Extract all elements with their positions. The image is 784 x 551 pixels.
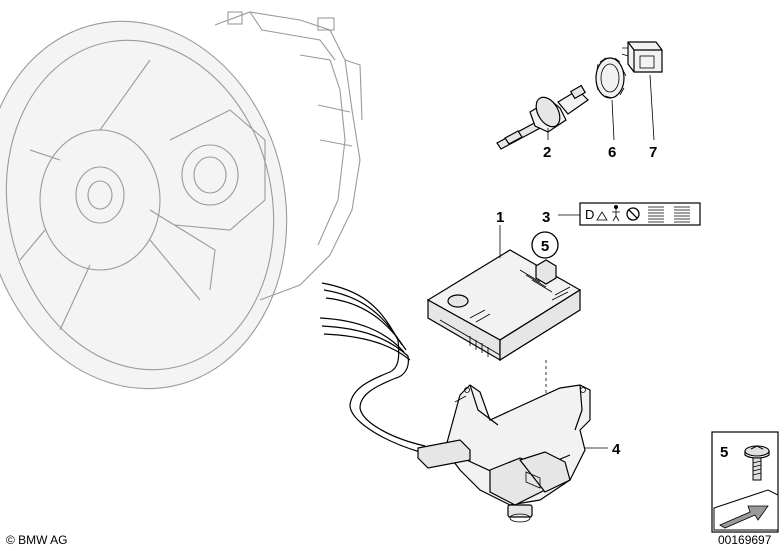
callout-4: 4 <box>612 441 621 458</box>
callout-3: 3 <box>542 209 550 226</box>
drawing-number: 00169697 <box>718 533 772 547</box>
connector-cap <box>621 41 663 73</box>
callout-7: 7 <box>649 144 657 161</box>
screw-icon <box>744 445 770 481</box>
prohibited-icon <box>626 207 640 221</box>
control-unit <box>426 249 582 362</box>
screw-position-marker: 5 <box>531 231 559 259</box>
person-icon <box>612 205 620 222</box>
callout-1: 1 <box>496 209 504 226</box>
leader-6 <box>611 99 615 141</box>
direction-arrow-icon <box>719 505 769 529</box>
copyright-text: © BMW AG <box>6 533 68 547</box>
callout-5-box: 5 <box>720 444 728 461</box>
mounting-bracket <box>417 384 591 523</box>
wiring-harness <box>319 282 426 453</box>
leader-7 <box>649 74 655 141</box>
callout-6: 6 <box>608 144 616 161</box>
xenon-bulb <box>496 84 589 150</box>
bulb-ring <box>595 57 627 99</box>
label-d-letter: D <box>585 207 594 222</box>
callout-2: 2 <box>543 144 551 161</box>
warning-label: D <box>579 202 701 226</box>
callout-5-circle: 5 <box>541 238 549 255</box>
text-block-icon <box>648 206 664 223</box>
screw-detail-box: 5 <box>711 431 779 533</box>
text-block-icon <box>674 206 690 223</box>
headlight-housing <box>0 11 363 390</box>
triangle-icon <box>596 211 608 221</box>
